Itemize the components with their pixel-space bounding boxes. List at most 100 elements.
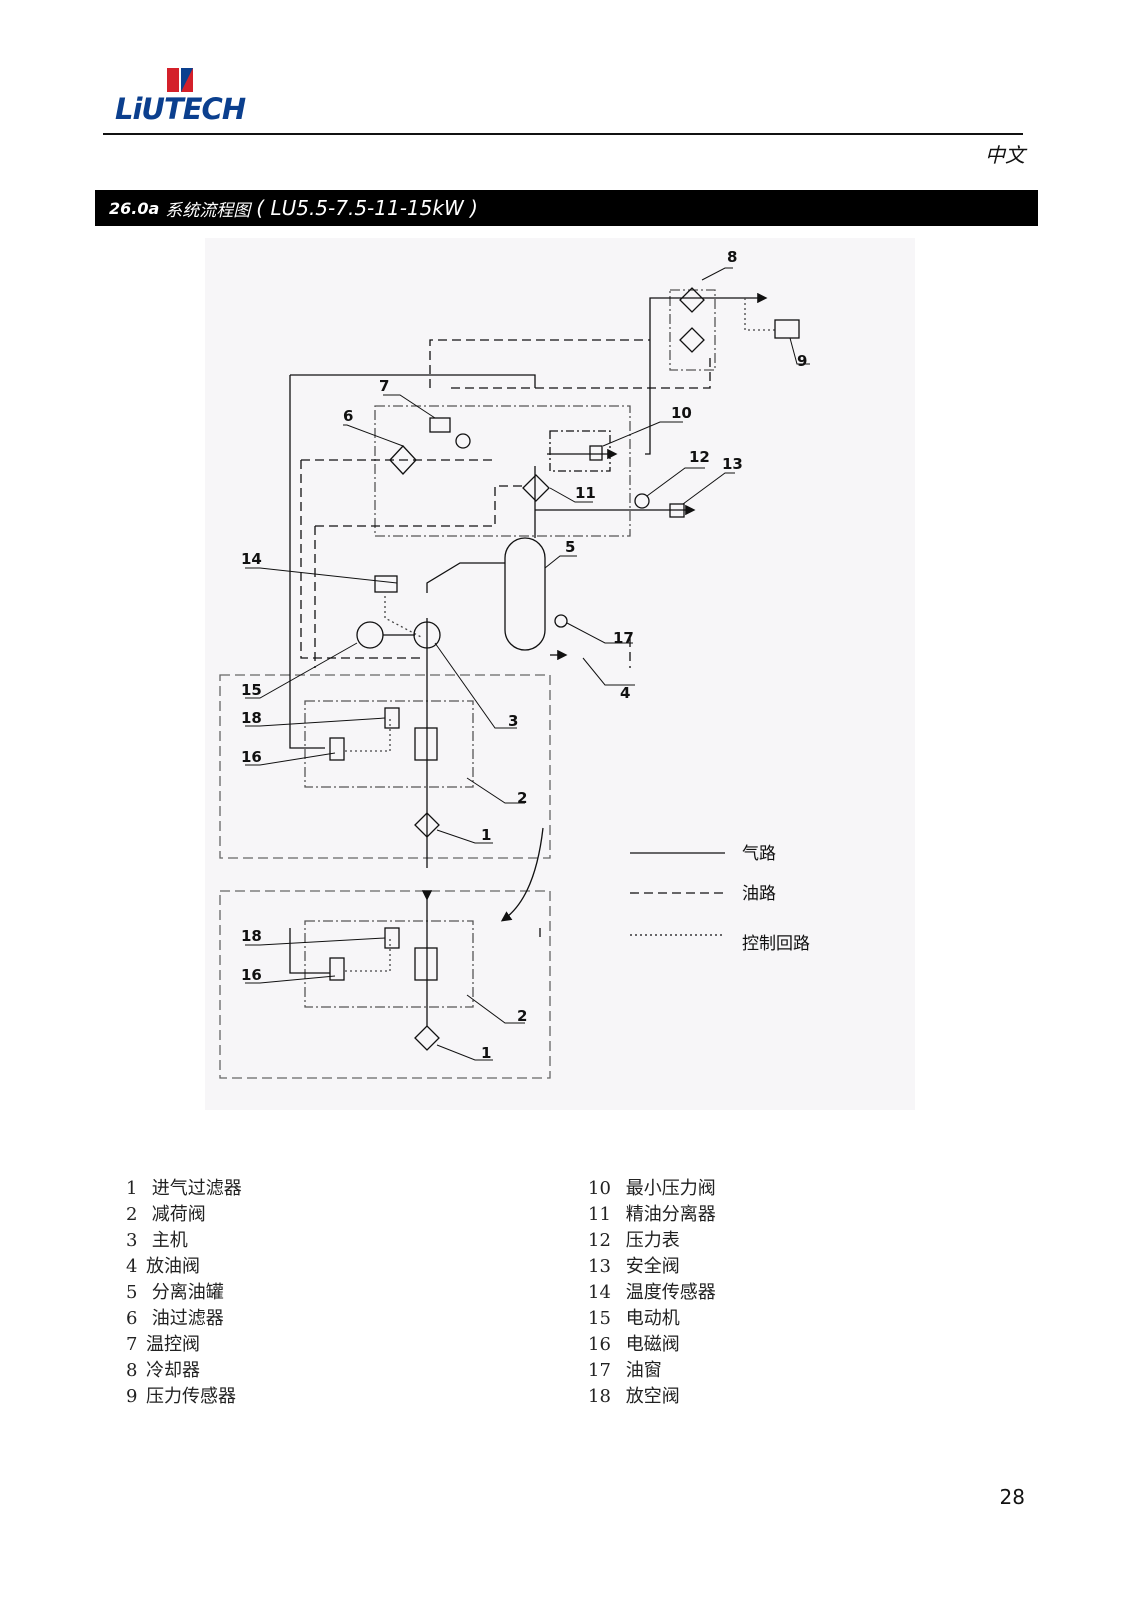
callout-18-b: 18 (241, 927, 262, 945)
callout-2-b: 2 (517, 1007, 527, 1025)
liutech-logo: LiUTECH (115, 62, 246, 128)
callout-5: 5 (565, 538, 575, 556)
callout-18: 18 (241, 709, 262, 727)
solenoid-valve-symbol (329, 737, 345, 761)
parts-list-right: 10 最小压力阀 11 精油分离器 12 压力表 13 安全阀 14 温度传感器… (588, 1176, 716, 1410)
list-item: 2 减荷阀 (126, 1204, 206, 1225)
temp-sensor-symbol (374, 575, 398, 593)
solenoid-valve-symbol-b (329, 957, 345, 981)
list-item: 15 电动机 (588, 1308, 680, 1329)
callout-15: 15 (241, 681, 262, 699)
lower-variant-frame (219, 890, 551, 1079)
callout-1-b: 1 (481, 1044, 491, 1062)
callout-7: 7 (379, 377, 389, 395)
legend-control-label: 控制回路 (742, 934, 810, 954)
unloading-valve-box-b (304, 920, 474, 1008)
fine-separator-symbol (522, 474, 550, 502)
pressure-gauge-symbol (634, 493, 650, 509)
list-item: 13 安全阀 (588, 1256, 680, 1277)
safety-valve-symbol (669, 503, 685, 518)
callout-2: 2 (517, 789, 527, 807)
min-pressure-valve-symbol (589, 445, 603, 461)
separator-tank-symbol (504, 537, 546, 651)
unloading-valve-symbol (414, 727, 438, 761)
unloading-valve-symbol-b (414, 947, 438, 981)
airend-symbol (413, 621, 441, 649)
callout-4: 4 (620, 684, 630, 702)
language-label: 中文 (985, 143, 1025, 167)
scavenge-line (315, 485, 525, 527)
valve-group-box (374, 405, 631, 537)
callout-3: 3 (508, 712, 518, 730)
upper-variant-frame (219, 674, 551, 859)
callout-12: 12 (689, 448, 710, 466)
thermostatic-valve-symbol (429, 417, 451, 433)
intake-filter-symbol (414, 812, 440, 838)
callout-8: 8 (727, 248, 737, 266)
vent-valve-symbol-b (384, 927, 400, 949)
callout-1: 1 (481, 826, 491, 844)
intake-filter-symbol-b (414, 1025, 440, 1051)
pressure-sensor-symbol (774, 319, 800, 339)
system-flow-diagram: 8 9 10 6 7 11 12 13 5 17 4 14 15 18 16 3… (205, 238, 915, 1110)
list-item: 6 油过滤器 (126, 1308, 224, 1329)
callout-14: 14 (241, 550, 262, 568)
list-item: 17 油窗 (588, 1360, 662, 1381)
callout-16: 16 (241, 748, 262, 766)
logo-wordmark: LiUTECH (115, 92, 246, 126)
control-signal-line (345, 718, 391, 752)
callout-6: 6 (343, 407, 353, 425)
section-number: 26.0a (109, 198, 160, 218)
callout-11: 11 (575, 484, 596, 502)
cooler-box (669, 289, 716, 371)
section-model: ( LU5.5-7.5-11-15kW ) (256, 196, 478, 220)
logo-mark-icon (167, 68, 193, 92)
temp-signal-line (384, 596, 424, 639)
list-item: 10 最小压力阀 (588, 1178, 716, 1199)
motor-symbol (356, 621, 384, 649)
callout-10: 10 (671, 404, 692, 422)
list-item: 1 进气过滤器 (126, 1178, 242, 1199)
cooler-air-symbol (679, 287, 705, 313)
thermo-element-symbol (455, 433, 471, 449)
unloading-valve-box (304, 700, 474, 788)
cooler-oil-symbol (679, 327, 705, 353)
oil-return-line (300, 460, 425, 659)
oil-from-cooler-line (450, 358, 711, 389)
top-air-line (290, 374, 536, 388)
callout-16-b: 16 (241, 966, 262, 984)
flow-diagram-svg: 8 9 10 6 7 11 12 13 5 17 4 14 15 18 16 3… (219, 248, 810, 1079)
discharge-line (426, 562, 505, 593)
callout-9: 9 (797, 352, 807, 370)
list-item: 14 温度传感器 (588, 1282, 716, 1303)
oil-filter-symbol (389, 445, 417, 475)
callout-17: 17 (613, 629, 634, 647)
list-item: 5 分离油罐 (126, 1282, 224, 1303)
callout-13: 13 (722, 455, 743, 473)
header-divider (103, 133, 1023, 135)
page-number: 28 (999, 1485, 1025, 1509)
list-item: 3 主机 (126, 1230, 188, 1251)
control-signal-line-b (345, 938, 391, 972)
min-pressure-box (549, 430, 611, 472)
legend-air-label: 气路 (742, 844, 776, 864)
list-item: 18 放空阀 (588, 1386, 680, 1407)
control-air-line (289, 375, 325, 749)
section-title-bar: 26.0a 系统流程图 ( LU5.5-7.5-11-15kW ) (95, 190, 1038, 226)
air-out-line (645, 292, 768, 455)
section-title: 系统流程图 (165, 200, 251, 221)
oil-to-cooler-line (429, 339, 650, 388)
legend-oil-label: 油路 (742, 884, 776, 904)
oil-sight-glass-symbol (554, 614, 568, 628)
variant-arrow (500, 827, 544, 922)
list-item: 16 电磁阀 (588, 1334, 680, 1355)
list-item: 11 精油分离器 (588, 1204, 716, 1225)
vent-valve-symbol (384, 707, 400, 729)
sensor-signal-line (744, 298, 775, 331)
list-item: 12 压力表 (588, 1230, 680, 1251)
